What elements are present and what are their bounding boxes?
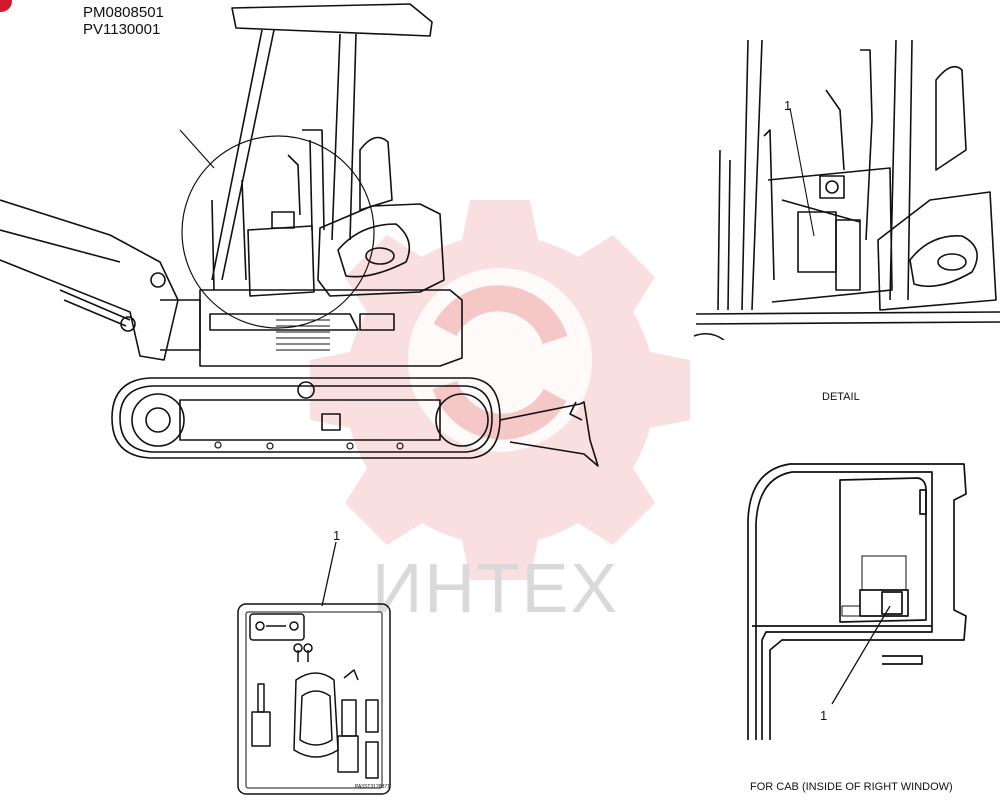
watermark-text: ИНТЕХ bbox=[372, 549, 620, 627]
decal-callout-number: 1 bbox=[333, 528, 341, 543]
cab-view-caption: FOR CAB (INSIDE OF RIGHT WINDOW) bbox=[750, 781, 953, 793]
cab-window-drawing bbox=[747, 463, 967, 740]
serial-number-2: PV1130001 bbox=[83, 21, 161, 38]
excavator-side-view bbox=[0, 3, 599, 467]
detail-callout-number: 1 bbox=[784, 98, 792, 113]
control-decal-drawing bbox=[237, 603, 391, 795]
decal-leader-line bbox=[321, 541, 337, 607]
decal-part-code: PA3ST3128371 bbox=[355, 784, 390, 790]
cab-callout-number: 1 bbox=[820, 708, 828, 723]
detail-view-drawing bbox=[693, 40, 1000, 340]
serial-number-1: PM0808501 bbox=[83, 4, 164, 21]
detail-view-label: DETAIL bbox=[822, 391, 860, 403]
cab-leader-line bbox=[831, 605, 891, 705]
